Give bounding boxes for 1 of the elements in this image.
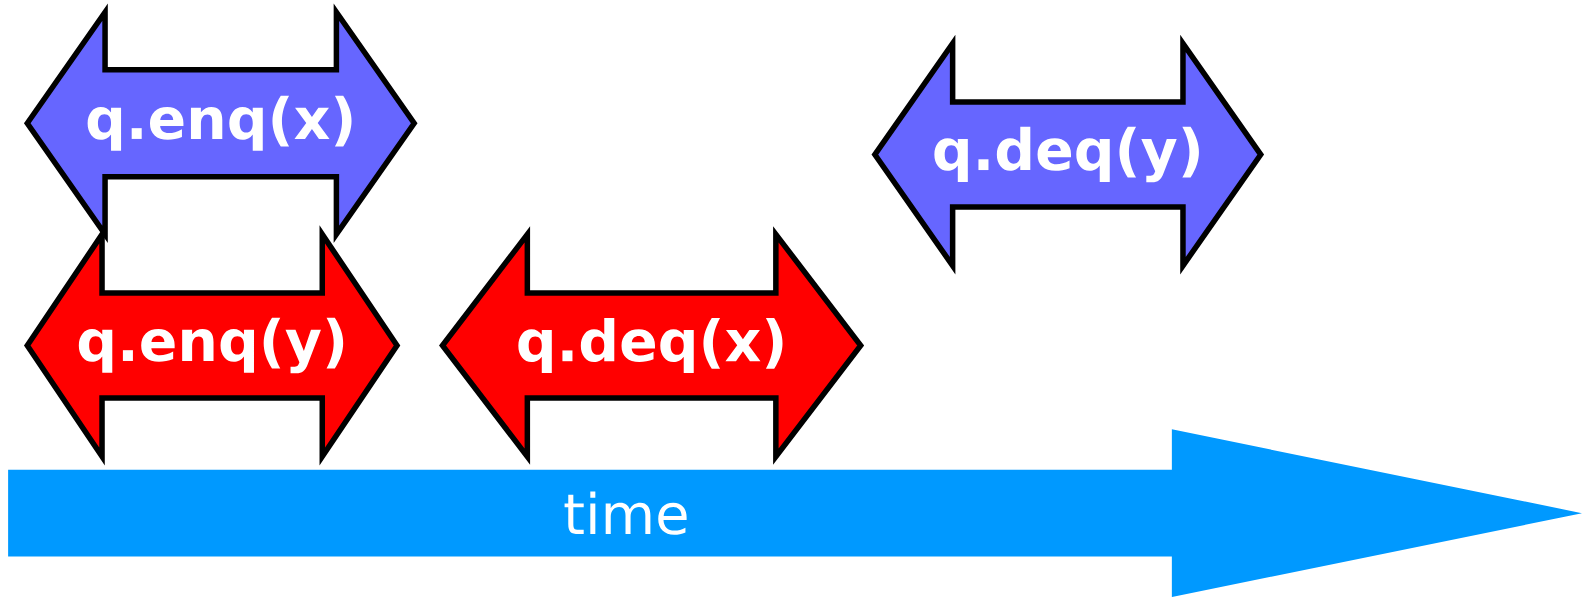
interval-block: q.deq(x) (439, 226, 865, 465)
